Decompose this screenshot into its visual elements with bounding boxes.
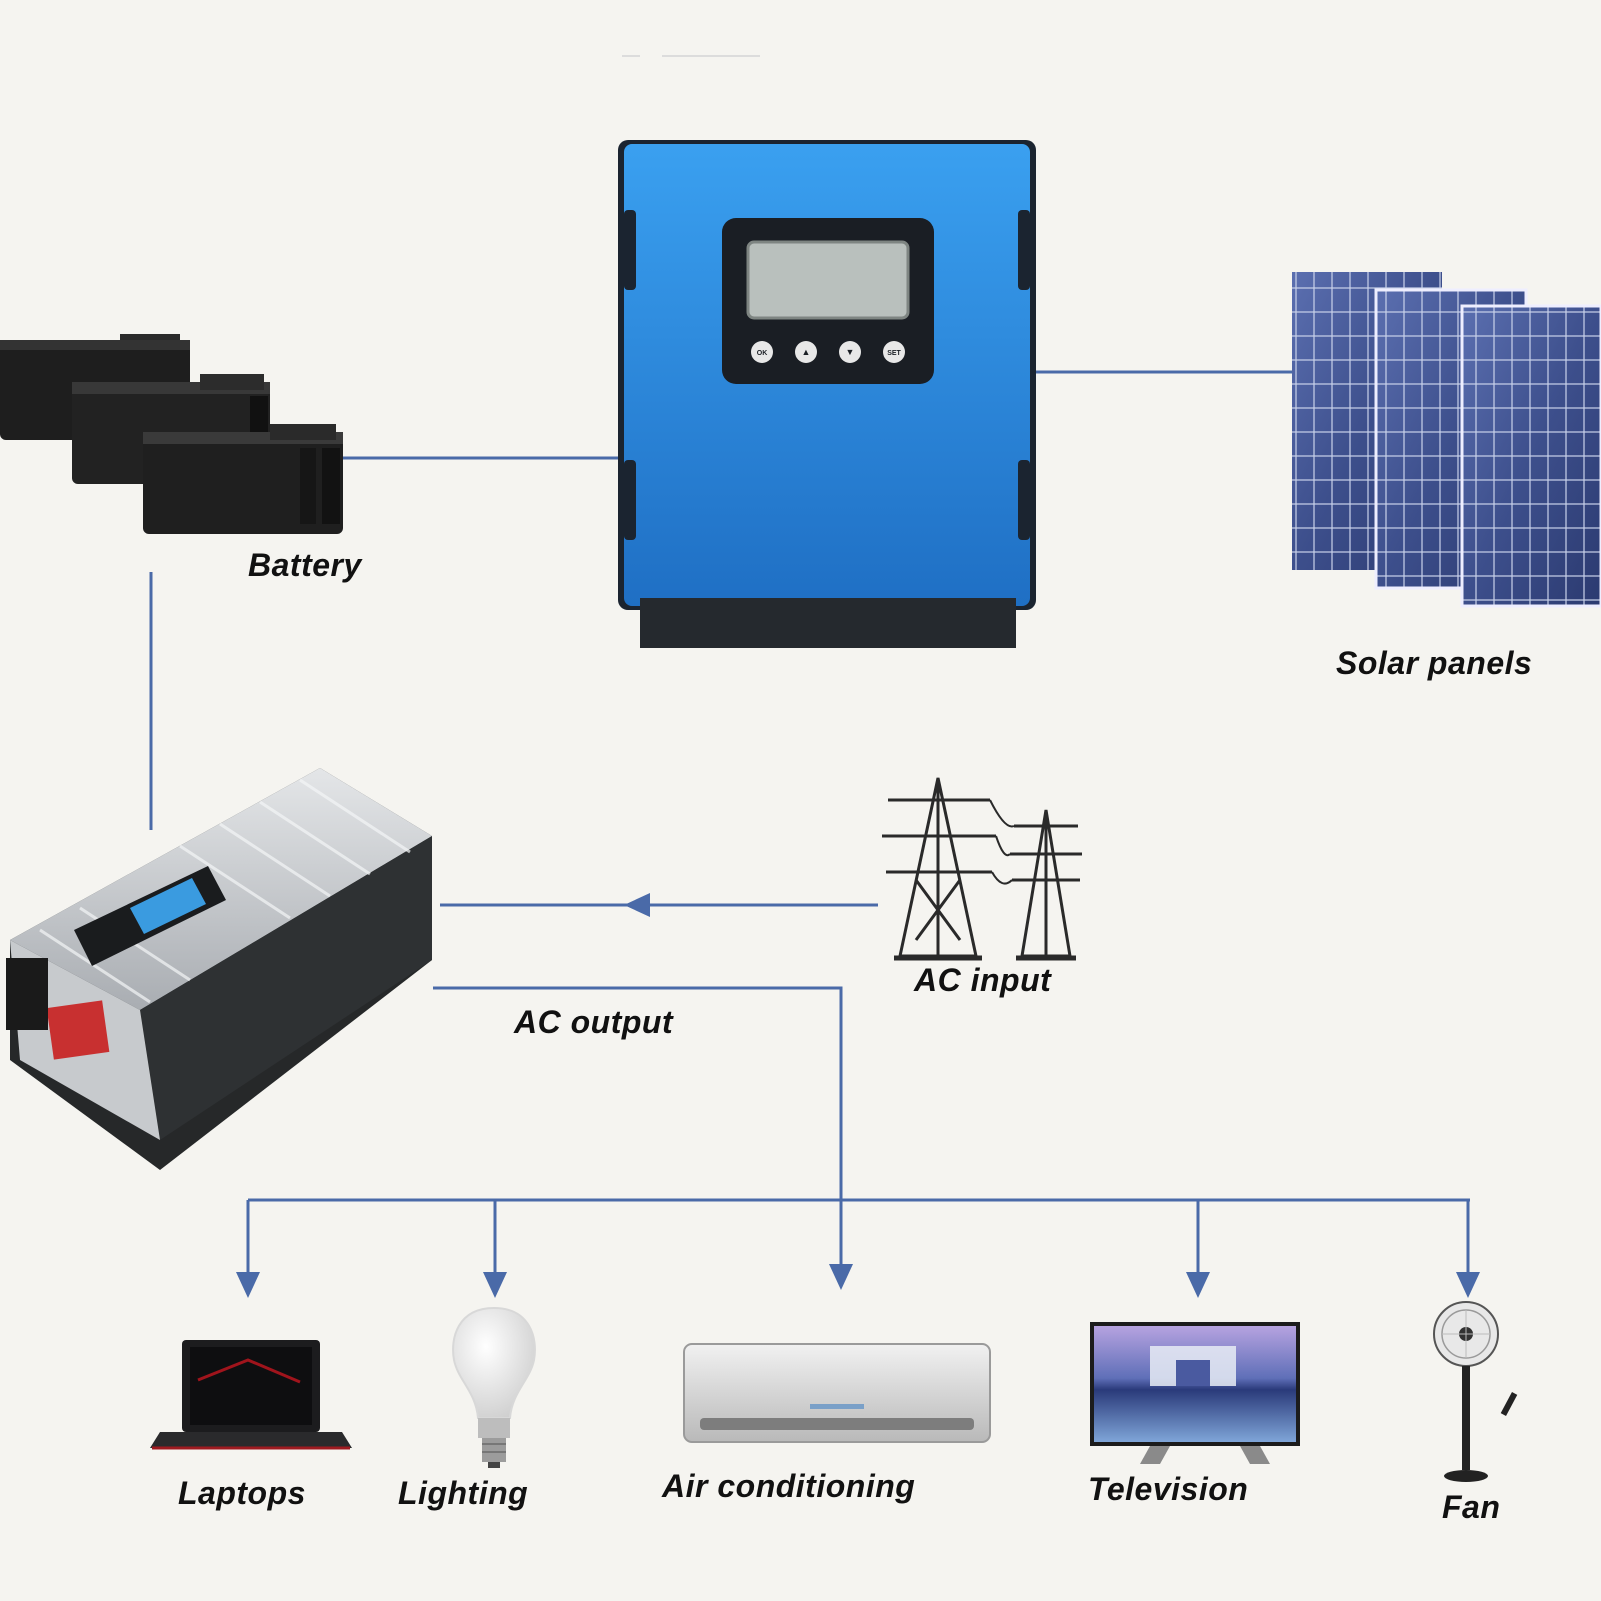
inverter-icon <box>6 768 432 1170</box>
controller-buttons: OK ▲ ▼ SET <box>751 341 905 363</box>
power-tower-icon <box>882 777 1082 961</box>
fan-icon <box>1433 1301 1518 1482</box>
controller-button <box>839 341 861 363</box>
battery-label: Battery <box>248 547 362 583</box>
controller-button <box>883 341 905 363</box>
arrowheads <box>236 893 1480 1298</box>
inverter-lcd-screen <box>130 878 206 934</box>
solar-panels-icon <box>1292 272 1601 608</box>
controller-button <box>795 341 817 363</box>
controller-button-label: OK <box>757 350 768 357</box>
ac-output-label: AC output <box>514 1004 674 1040</box>
laptop-icon <box>150 1340 352 1450</box>
air-conditioning-label: Air conditioning <box>662 1468 916 1504</box>
battery-icon <box>0 334 343 534</box>
arrow-lighting <box>483 1272 507 1298</box>
arrow-laptops <box>236 1272 260 1298</box>
controller-button <box>751 341 773 363</box>
lighting-label: Lighting <box>398 1475 529 1511</box>
controller-button-label: SET <box>887 350 901 357</box>
laptops-label: Laptops <box>178 1475 306 1511</box>
fan-label: Fan <box>1442 1489 1501 1525</box>
arrow-air-conditioning <box>829 1264 853 1290</box>
controller-button-label: ▲ <box>802 347 811 357</box>
ac-output-line <box>433 986 843 1265</box>
solar-panels-label: Solar panels <box>1336 645 1533 681</box>
light-bulb-icon <box>452 1306 536 1468</box>
controller-lcd-screen <box>746 240 910 320</box>
connection-lines <box>149 370 1470 1276</box>
air-conditioner-icon <box>683 1343 991 1443</box>
ac-input-arrow <box>624 893 650 917</box>
ac-input-label: AC input <box>914 962 1052 998</box>
arrow-television <box>1186 1272 1210 1298</box>
charge-controller <box>618 140 1036 648</box>
television-icon <box>1090 1322 1300 1464</box>
arrow-fan <box>1456 1272 1480 1298</box>
television-label: Television <box>1088 1471 1249 1507</box>
controller-button-label: ▼ <box>846 347 855 357</box>
